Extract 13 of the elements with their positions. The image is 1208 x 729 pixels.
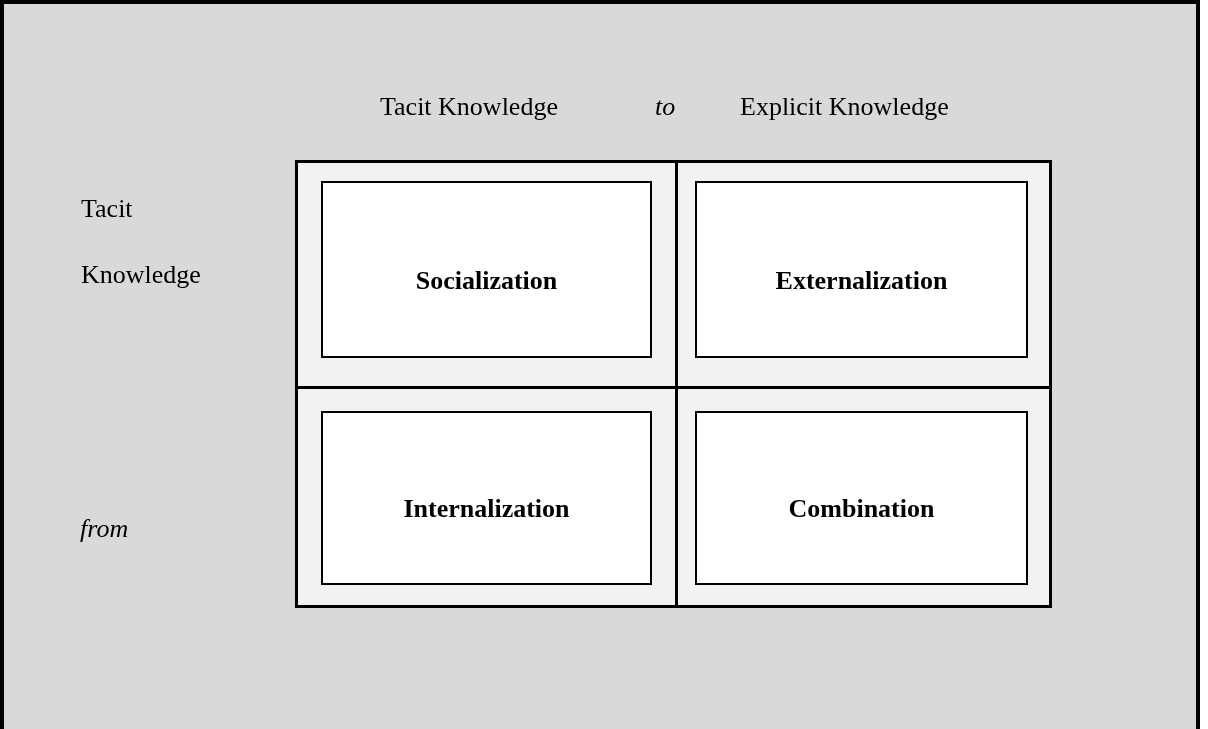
axis-label: to (655, 92, 676, 122)
quadrant-title: Externalization (775, 264, 948, 296)
axis-label: Explicit Knowledge (740, 92, 949, 122)
quadrant-box (695, 181, 1028, 358)
quadrant-title: Combination (788, 493, 935, 524)
quadrant-title: Socialization (415, 264, 558, 296)
quadrant-box (695, 411, 1028, 585)
axis-label: from (80, 514, 129, 544)
axis-label: Tacit Knowledge (380, 92, 558, 122)
quadrant-box (321, 411, 652, 585)
quadrant-title: Internalization (403, 493, 570, 524)
axis-label: Tacit Knowledge (81, 193, 202, 291)
quadrant-box (321, 181, 652, 358)
